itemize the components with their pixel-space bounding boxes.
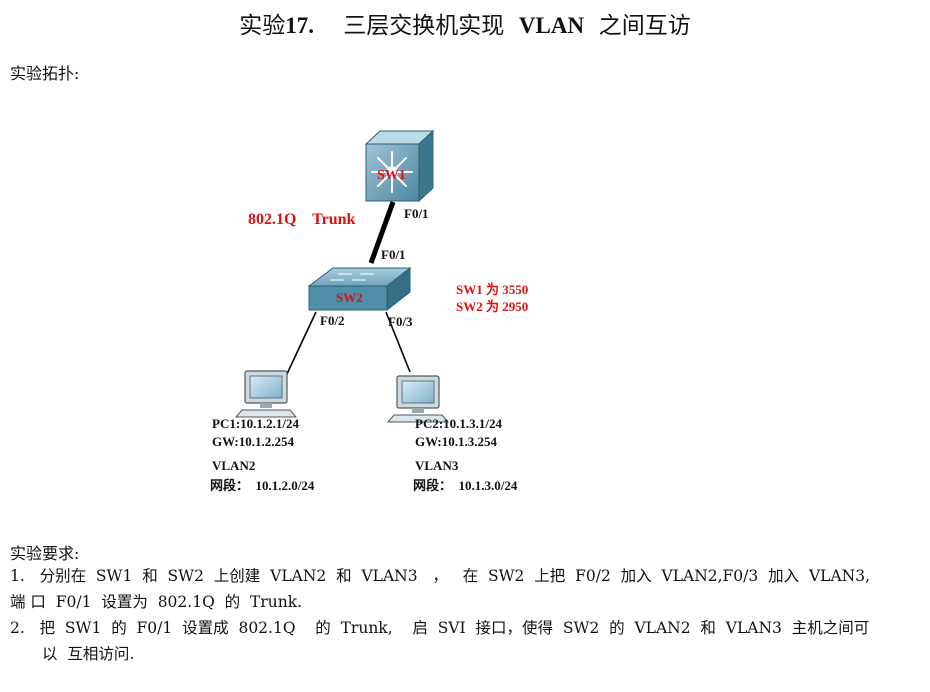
sw2-switch-icon xyxy=(307,266,412,312)
sw2-uplink-port-label: F0/1 xyxy=(381,247,406,262)
link-sw2-pc1 xyxy=(285,311,317,377)
model-note-sw1: SW1 为 3550 xyxy=(456,282,529,297)
requirements-heading: 实验要求: xyxy=(10,544,80,563)
pc2-ip-label: PC2:10.1.3.1/24 xyxy=(415,416,503,431)
sw1-switch-icon xyxy=(364,129,435,203)
sw2-port-left-label: F0/2 xyxy=(320,313,345,328)
pc1-segment-label: 网段： 10.1.2.0/24 xyxy=(210,478,315,493)
pc2-segment-label: 网段： 10.1.3.0/24 xyxy=(413,478,518,493)
pc2-gateway-label: GW:10.1.3.254 xyxy=(415,434,497,449)
title-text-2: 之间互访 xyxy=(598,13,691,39)
title-text-1: 三层交换机实现 xyxy=(343,13,505,39)
title-vlan: VLAN xyxy=(518,13,585,38)
title-prefix: 实验 xyxy=(239,13,286,39)
sw2-label: SW2 xyxy=(336,290,363,305)
sw2-port-right-label: F0/3 xyxy=(388,314,413,329)
pc1-ip-label: PC1:10.1.2.1/24 xyxy=(212,416,300,431)
requirements-list: 1. 分别在 SW1 和 SW2 上创建 VLAN2 和 VLAN3 ， 在 S… xyxy=(10,563,920,667)
sw1-label: SW1 xyxy=(377,168,406,183)
link-sw2-pc2 xyxy=(385,311,411,373)
model-note-sw2: SW2 为 2950 xyxy=(456,299,529,314)
requirement-2-line-1: 2. 把 SW1 的 F0/1 设置成 802.1Q 的 Trunk, 启 SV… xyxy=(10,619,870,637)
pc1-vlan-label: VLAN2 xyxy=(212,458,256,473)
pc2-vlan-label: VLAN3 xyxy=(415,458,459,473)
trunk-link xyxy=(368,201,396,264)
pc1-computer-icon xyxy=(234,370,298,418)
pc1-gateway-label: GW:10.1.2.254 xyxy=(212,434,294,449)
requirement-1-line-1: 1. 分别在 SW1 和 SW2 上创建 VLAN2 和 VLAN3 ， 在 S… xyxy=(10,567,870,585)
pc2-computer-icon xyxy=(386,375,450,423)
topology-heading: 实验拓扑: xyxy=(10,64,80,83)
trunk-label: 802.1Q Trunk xyxy=(248,211,356,228)
sw1-port-label: F0/1 xyxy=(404,206,429,221)
document-title: 实验17. 三层交换机实现 VLAN 之间互访 xyxy=(0,6,930,40)
title-number: 17. xyxy=(285,13,315,38)
requirement-2-line-2: 以 互相访问. xyxy=(42,645,135,663)
requirement-1-line-2: 端 口 F0/1 设置为 802.1Q 的 Trunk. xyxy=(10,593,303,611)
